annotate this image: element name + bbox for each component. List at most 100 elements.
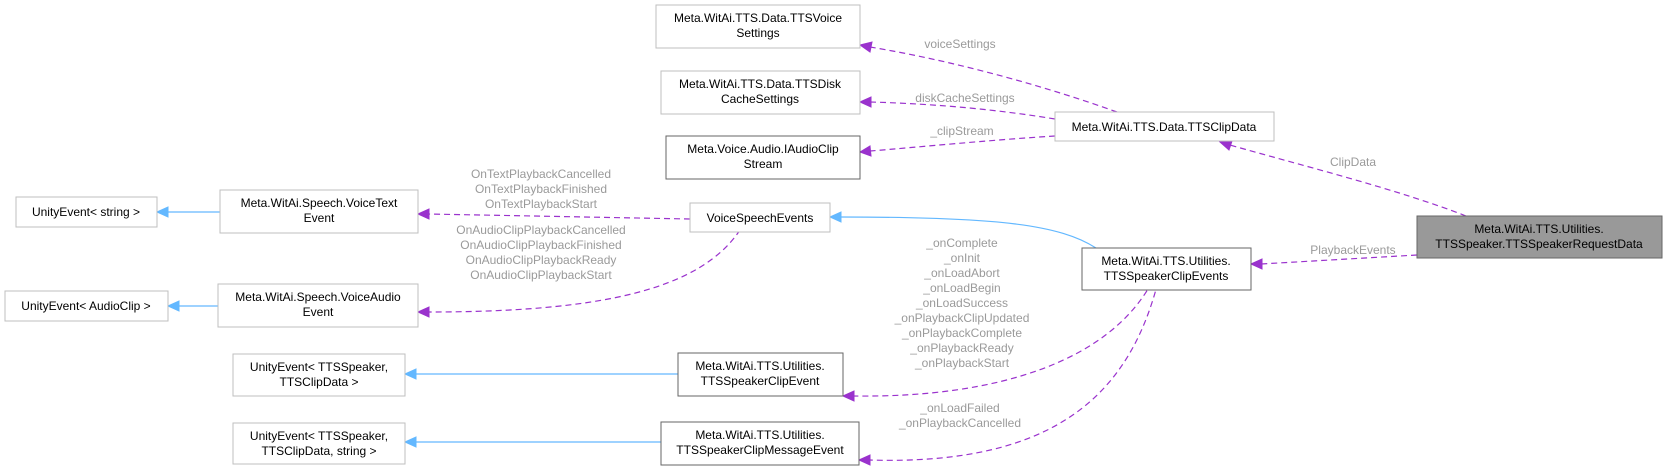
node-tts-speaker-request-data[interactable]: Meta.WitAi.TTS.Utilities.TTSSpeaker.TTSS… [1416,215,1663,259]
text-line: UnityEvent< TTSSpeaker, [250,360,388,374]
text-line: UnityEvent< AudioClip > [21,299,150,313]
text-line: Meta.WitAi.TTS.Utilities. [695,359,824,373]
text-line: _onPlaybackComplete [901,326,1022,340]
node-tts-speaker-clip-events[interactable]: Meta.WitAi.TTS.Utilities.TTSSpeakerClipE… [1081,247,1252,291]
text-line: OnAudioClipPlaybackCancelled [456,223,625,237]
text-line: UnityEvent< string > [32,205,140,219]
svg-text:Meta.WitAi.TTS.Utilities.TTSSp: Meta.WitAi.TTS.Utilities.TTSSpeaker.TTSS… [1435,222,1643,251]
edge-clipdata-diskcachesettings [858,96,1056,120]
svg-text:Meta.WitAi.TTS.Data.TTSClipDat: Meta.WitAi.TTS.Data.TTSClipData [1072,120,1257,134]
svg-text:UnityEvent< AudioClip >: UnityEvent< AudioClip > [21,299,150,313]
text-line: OnAudioClipPlaybackFinished [460,238,621,252]
text-line: Meta.WitAi.Speech.VoiceText [241,196,398,210]
text-line: _clipStream [929,124,993,138]
edge-clipdata-audioclipstream [858,135,1056,157]
text-line: Meta.WitAi.TTS.Data.TTSVoice [674,11,842,25]
text-line: OnTextPlaybackStart [485,197,598,211]
edge-label-voice-settings: voiceSettings [924,37,995,51]
node-tts-speaker-clip-message-event[interactable]: Meta.WitAi.TTS.Utilities.TTSSpeakerClipM… [660,421,860,466]
text-line: _onPlaybackStart [914,356,1010,370]
text-line: Meta.WitAi.TTS.Data.TTSClipData [1072,120,1257,134]
node-voice-speech-events[interactable]: VoiceSpeechEvents [689,202,831,233]
text-line: _onLoadAbort [923,266,1000,280]
text-line: TTSSpeakerClipMessageEvent [676,443,844,457]
svg-text:Meta.WitAi.TTS.Utilities.TTSSp: Meta.WitAi.TTS.Utilities.TTSSpeakerClipE… [695,359,824,388]
text-line: voiceSettings [924,37,995,51]
text-line: Event [303,305,334,319]
text-line: _onPlaybackReady [909,341,1013,355]
text-line: OnTextPlaybackCancelled [471,167,611,181]
edge-clipevents-messageevent [857,281,1159,466]
edge-label-disk-cache-settings: diskCacheSettings [915,91,1014,105]
edge-requestdata-clipevents [1249,254,1418,270]
edge-requestdata-clipdata [1218,140,1467,217]
svg-text:VoiceSpeechEvents: VoiceSpeechEvents [707,211,814,225]
edge-voicespeechevents-voiceaudio [416,229,741,318]
text-line: diskCacheSettings [915,91,1014,105]
edge-label-playback-events: PlaybackEvents [1310,243,1395,257]
edge-clipevent-to-unityevent [403,368,678,380]
text-line: _onComplete [925,236,998,250]
text-line: _onInit [943,251,981,265]
text-line: Settings [736,26,779,40]
text-line: TTSClipData, string > [261,444,376,458]
edge-label-clip-stream: _clipStream [929,124,993,138]
text-line: OnTextPlaybackFinished [475,182,607,196]
node-unity-event-speaker-clipdata[interactable]: UnityEvent< TTSSpeaker,TTSClipData > [232,353,406,397]
edge-clipevents-clipevent [841,281,1153,402]
text-line: TTSSpeaker.TTSSpeakerRequestData [1435,237,1643,251]
edge-voicetext-to-unityevent-string [155,206,220,218]
text-line: PlaybackEvents [1310,243,1395,257]
node-unity-event-speaker-clipdata-string[interactable]: UnityEvent< TTSSpeaker,TTSClipData, stri… [232,422,406,465]
svg-text:UnityEvent< TTSSpeaker,TTSClip: UnityEvent< TTSSpeaker,TTSClipData, stri… [250,429,388,458]
text-line: Event [304,211,335,225]
text-line: Meta.WitAi.TTS.Utilities. [1474,222,1603,236]
edge-label-clip-data: ClipData [1330,155,1376,169]
text-line: ClipData [1330,155,1376,169]
node-tts-speaker-clip-event[interactable]: Meta.WitAi.TTS.Utilities.TTSSpeakerClipE… [677,352,844,397]
svg-text:Meta.WitAi.TTS.Utilities.TTSSp: Meta.WitAi.TTS.Utilities.TTSSpeakerClipE… [1101,254,1230,283]
text-line: Meta.WitAi.TTS.Data.TTSDisk [679,77,842,91]
text-line: TTSClipData > [279,375,358,389]
svg-text:Meta.WitAi.TTS.Utilities.TTSSp: Meta.WitAi.TTS.Utilities.TTSSpeakerClipM… [676,428,844,457]
edge-clipevents-to-voicespeechevents [828,211,1097,249]
node-tts-clip-data[interactable]: Meta.WitAi.TTS.Data.TTSClipData [1054,111,1275,142]
svg-text:UnityEvent< string >: UnityEvent< string > [32,205,140,219]
text-line: Meta.Voice.Audio.IAudioClip [687,142,839,156]
text-line: TTSSpeakerClipEvent [701,374,820,388]
edge-clipdata-voicesettings [858,41,1118,113]
text-line: OnAudioClipPlaybackReady [466,253,617,267]
text-line: _onLoadBegin [922,281,1000,295]
node-unity-event-audioclip[interactable]: UnityEvent< AudioClip > [4,290,169,322]
text-line: _onLoadFailed [919,401,999,415]
text-line: TTSSpeakerClipEvents [1104,269,1229,283]
edge-voicespeechevents-voicetext [416,208,691,220]
text-line: OnAudioClipPlaybackStart [470,268,612,282]
svg-text:UnityEvent< TTSSpeaker,TTSClip: UnityEvent< TTSSpeaker,TTSClipData > [250,360,388,389]
text-line: VoiceSpeechEvents [707,211,814,225]
text-line: CacheSettings [721,92,799,106]
text-line: Meta.WitAi.TTS.Utilities. [1101,254,1230,268]
text-line: Stream [744,157,783,171]
text-line: UnityEvent< TTSSpeaker, [250,429,388,443]
node-unity-event-string[interactable]: UnityEvent< string > [15,196,158,228]
edge-voiceaudio-to-unityevent-audioclip [166,300,218,312]
text-line: Meta.WitAi.Speech.VoiceAudio [235,290,401,304]
text-line: _onPlaybackCancelled [898,416,1021,430]
edge-messageevent-to-unityevent [403,436,661,448]
edge-label-message-event-members: _onLoadFailed_onPlaybackCancelled [898,401,1021,430]
edge-label-clip-event-members: _onComplete_onInit_onLoadAbort_onLoadBeg… [894,236,1030,370]
